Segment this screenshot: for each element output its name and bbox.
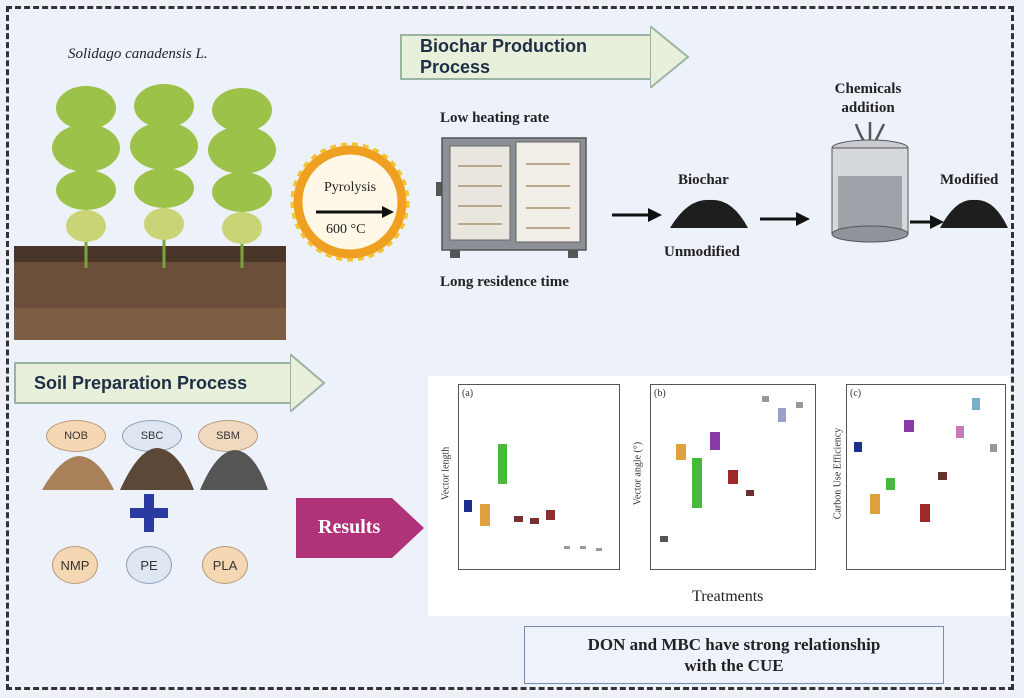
panel-c-ylabel: Carbon Use Efficiency	[832, 427, 844, 520]
plot-panel-c	[846, 384, 1006, 570]
biochar-top-label: Biochar	[678, 172, 729, 188]
modified-biochar-pile-icon	[940, 199, 1008, 228]
plastic-pill-pe: PE	[126, 546, 172, 584]
beaker-icon	[831, 122, 909, 243]
biochar-production-banner: Biochar Production Process	[400, 26, 690, 88]
panel-c-tag: (c)	[850, 388, 862, 399]
soil-pill-nob: NOB	[46, 420, 106, 452]
panel-a-ylabel: Vector length	[440, 446, 452, 501]
biochar-pile-icon	[670, 199, 748, 228]
biochar-banner-label: Biochar Production Process	[400, 34, 652, 80]
plot-panel-a	[458, 384, 620, 570]
plant-soil-illustration	[14, 84, 286, 340]
results-label: Results	[318, 516, 381, 538]
plant-name: Solidago canadensis L.	[68, 46, 208, 62]
chemicals-label: Chemicals addition	[834, 81, 902, 116]
plastic-pill-pla: PLA	[202, 546, 248, 584]
panel-b-boxplots	[660, 396, 803, 542]
conclusion-line1: DON and MBC have strong relationship	[587, 634, 881, 654]
results-arrow-shape	[296, 498, 424, 558]
pyrolysis-label: Pyrolysis	[324, 180, 377, 195]
soil-piles-icon	[42, 448, 268, 490]
furnace-bottom-label: Long residence time	[440, 274, 569, 290]
soil-pill-sbm: SBM	[198, 420, 258, 452]
arrow-icon	[612, 208, 662, 222]
pyrolysis-temp: 600 °C	[326, 222, 366, 237]
panel-b-tag: (b)	[654, 388, 666, 399]
panel-a-tag: (a)	[462, 388, 474, 399]
soil-banner-label: Soil Preparation Process	[14, 362, 292, 404]
furnace-top-label: Low heating rate	[440, 110, 550, 126]
modified-label: Modified	[940, 172, 999, 188]
plastic-pill-nmp: NMP	[52, 546, 98, 584]
furnace-icon	[436, 137, 587, 258]
arrow-icon	[760, 212, 810, 226]
plus-icon	[130, 494, 168, 532]
panel-b-ylabel: Vector angle (°)	[632, 441, 644, 506]
soil-pill-sbc: SBC	[122, 420, 182, 452]
soil-preparation-banner: Soil Preparation Process	[14, 354, 326, 412]
pyrolysis-fire-ring-icon	[290, 142, 410, 262]
panel-c-boxplots	[854, 398, 997, 522]
panel-a-boxplots	[464, 444, 602, 551]
arrow-icon	[910, 215, 944, 229]
conclusion-box: DON and MBC have strong relationship wit…	[524, 626, 944, 684]
biochar-bottom-label: Unmodified	[664, 244, 740, 260]
conclusion-line2: with the CUE	[684, 656, 784, 675]
plots-xlabel: Treatments	[692, 588, 764, 605]
